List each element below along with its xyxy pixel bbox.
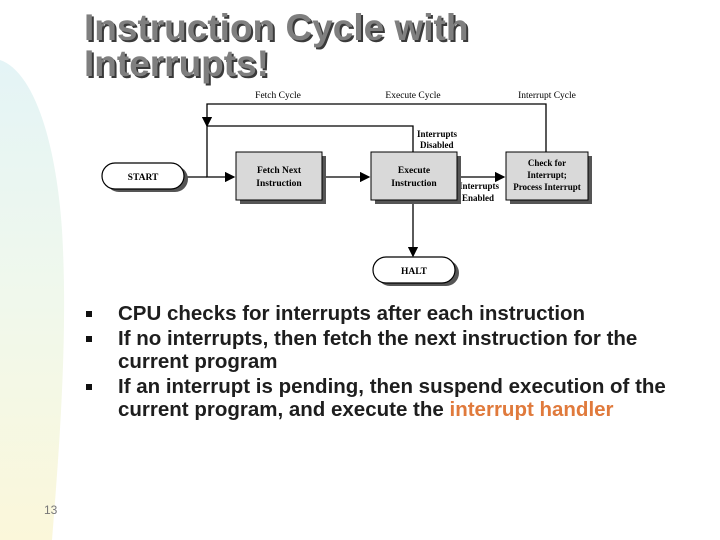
title-line-2: Interrupts!: [84, 43, 269, 84]
halt-node-label: HALT: [401, 267, 428, 277]
side-wave-decoration: [0, 60, 65, 540]
bullet-marker: [86, 384, 92, 390]
highlight-text: interrupt handler: [449, 398, 614, 421]
edge-label-enabled-1: Interrupts: [459, 181, 499, 191]
page-number: 13: [44, 503, 58, 517]
stage-label-execute: Execute Cycle: [385, 91, 440, 101]
check-node-line-2: Interrupt;: [527, 170, 567, 180]
loop-connector: [201, 103, 547, 152]
instruction-cycle-diagram: Fetch Cycle Execute Cycle Interrupt Cycl…: [101, 91, 592, 286]
bullet-list: CPU checks for interrupts after each ins…: [86, 302, 706, 423]
bullet-text: If an interrupt is pending, then suspend…: [118, 375, 666, 421]
check-node-line-1: Check for: [528, 158, 566, 168]
disabled-connector: [206, 125, 414, 183]
execute-node: Execute Instruction: [370, 151, 461, 204]
bullet-marker: [86, 311, 92, 317]
execute-node-line-1: Execute: [398, 166, 430, 176]
bullet-item: CPU checks for interrupts after each ins…: [86, 302, 706, 325]
edge-label-enabled-2: Enabled: [462, 193, 494, 203]
edge-label-disabled-1: Interrupts: [417, 129, 457, 139]
fetch-node-line-2: Instruction: [256, 179, 302, 189]
check-interrupt-node: Check for Interrupt; Process Interrupt: [505, 151, 592, 204]
slide-title: Instruction Cycle with Interrupts!: [84, 7, 469, 84]
stage-label-fetch: Fetch Cycle: [255, 91, 301, 101]
start-node-label: START: [128, 173, 159, 183]
bullet-marker: [86, 336, 92, 342]
bullet-item: If an interrupt is pending, then suspend…: [86, 375, 706, 421]
check-node-line-3: Process Interrupt: [513, 182, 581, 192]
stage-label-interrupt: Interrupt Cycle: [518, 91, 576, 101]
edge-label-disabled-2: Disabled: [420, 140, 454, 150]
title-line-1: Instruction Cycle with: [84, 7, 469, 48]
bullet-text: If no interrupts, then fetch the next in…: [118, 327, 638, 373]
start-node: START: [101, 162, 188, 192]
fetch-node: Fetch Next Instruction: [235, 151, 326, 204]
bullet-item: If no interrupts, then fetch the next in…: [86, 327, 706, 373]
fetch-node-line-1: Fetch Next: [257, 166, 302, 176]
halt-node: HALT: [372, 256, 459, 286]
execute-node-line-2: Instruction: [391, 179, 437, 189]
bullet-text: CPU checks for interrupts after each ins…: [118, 302, 586, 325]
